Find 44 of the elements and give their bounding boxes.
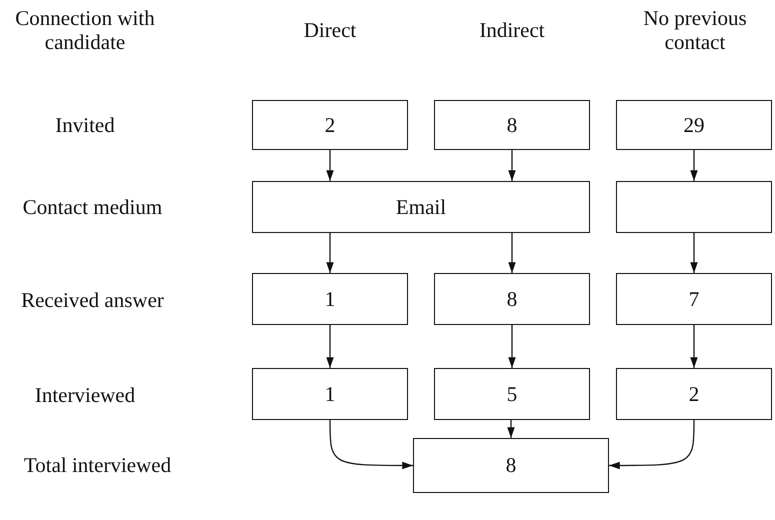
arrow	[508, 325, 516, 368]
process-box	[434, 368, 590, 420]
column-header: Direct	[302, 18, 358, 42]
arrow	[690, 233, 698, 273]
arrow	[507, 420, 515, 438]
column-header: No previous contact	[642, 6, 748, 54]
process-box	[434, 100, 590, 150]
box-text: 8	[506, 453, 516, 478]
box-text: 1	[324, 382, 336, 406]
row-label: Total interviewed	[22, 453, 172, 477]
row-label: Interviewed	[34, 383, 136, 407]
row-label: Contact medium	[22, 195, 164, 219]
box-text: Email	[396, 194, 446, 220]
process-box	[252, 100, 408, 150]
box-text: 8	[506, 286, 518, 312]
arrow	[326, 325, 334, 368]
box-text: 2	[324, 112, 336, 138]
arrow	[508, 233, 516, 273]
row-label: Received answer	[20, 288, 165, 312]
process-box	[252, 368, 408, 420]
box-text: 1	[324, 286, 336, 312]
arrow	[508, 150, 516, 181]
box-text: 29	[684, 112, 704, 138]
process-box	[616, 368, 772, 420]
box-text: 8	[506, 112, 518, 138]
row-label: Invited	[54, 113, 116, 137]
arrow	[690, 150, 698, 181]
arrow	[326, 150, 334, 181]
process-box	[616, 273, 772, 325]
process-box	[616, 181, 772, 233]
process-box	[252, 181, 590, 233]
process-box	[434, 273, 590, 325]
box-text: 2	[688, 382, 700, 406]
arrow	[609, 420, 695, 470]
arrow	[329, 420, 413, 470]
process-box	[252, 273, 408, 325]
arrow	[326, 233, 334, 273]
box-text: 5	[506, 382, 518, 406]
arrow	[690, 325, 698, 368]
box-text: 7	[688, 286, 700, 312]
process-box	[616, 100, 772, 150]
process-box	[413, 438, 609, 493]
column-header: Indirect	[478, 18, 546, 42]
column-header: Connection with candidate	[14, 6, 156, 54]
